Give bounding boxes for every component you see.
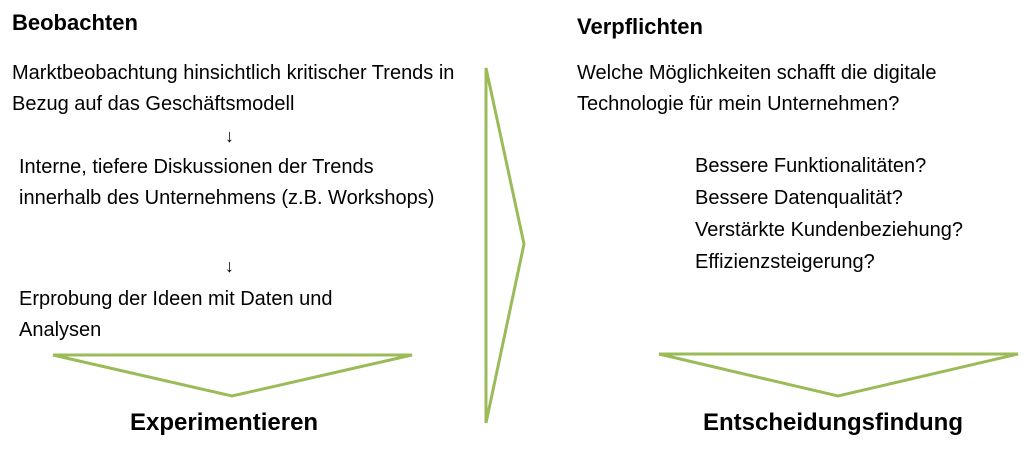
list-item: Effizienzsteigerung? <box>695 251 875 273</box>
list-item: Bessere Funktionalitäten? <box>695 155 927 177</box>
right-question-list: Bessere Funktionalitäten? Bessere Datenq… <box>695 150 963 278</box>
left-footer-label: Experimentieren <box>130 409 319 436</box>
left-heading: Beobachten <box>12 10 138 35</box>
right-question: Welche Möglichkeiten schafft die digital… <box>577 62 937 115</box>
right-heading: Verpflichten <box>577 14 703 39</box>
left-step-1: Marktbeobachtung hinsichtlich kritischer… <box>12 62 455 115</box>
list-item: Verstärkte Kundenbeziehung? <box>695 219 963 241</box>
left-arrow-down-1: ↓ <box>225 126 234 146</box>
center-chevron-arrow <box>484 67 526 424</box>
list-item: Bessere Datenqualität? <box>695 187 903 209</box>
left-arrow-down-2: ↓ <box>225 256 234 276</box>
right-funnel-triangle <box>658 352 1019 398</box>
left-step-2: Interne, tiefere Diskussionen der Trends… <box>19 156 435 209</box>
left-step-3: Erprobung der Ideen mit Daten und Analys… <box>19 288 333 341</box>
right-footer-label: Entscheidungsfindung <box>703 409 963 436</box>
left-funnel-triangle <box>52 353 413 398</box>
